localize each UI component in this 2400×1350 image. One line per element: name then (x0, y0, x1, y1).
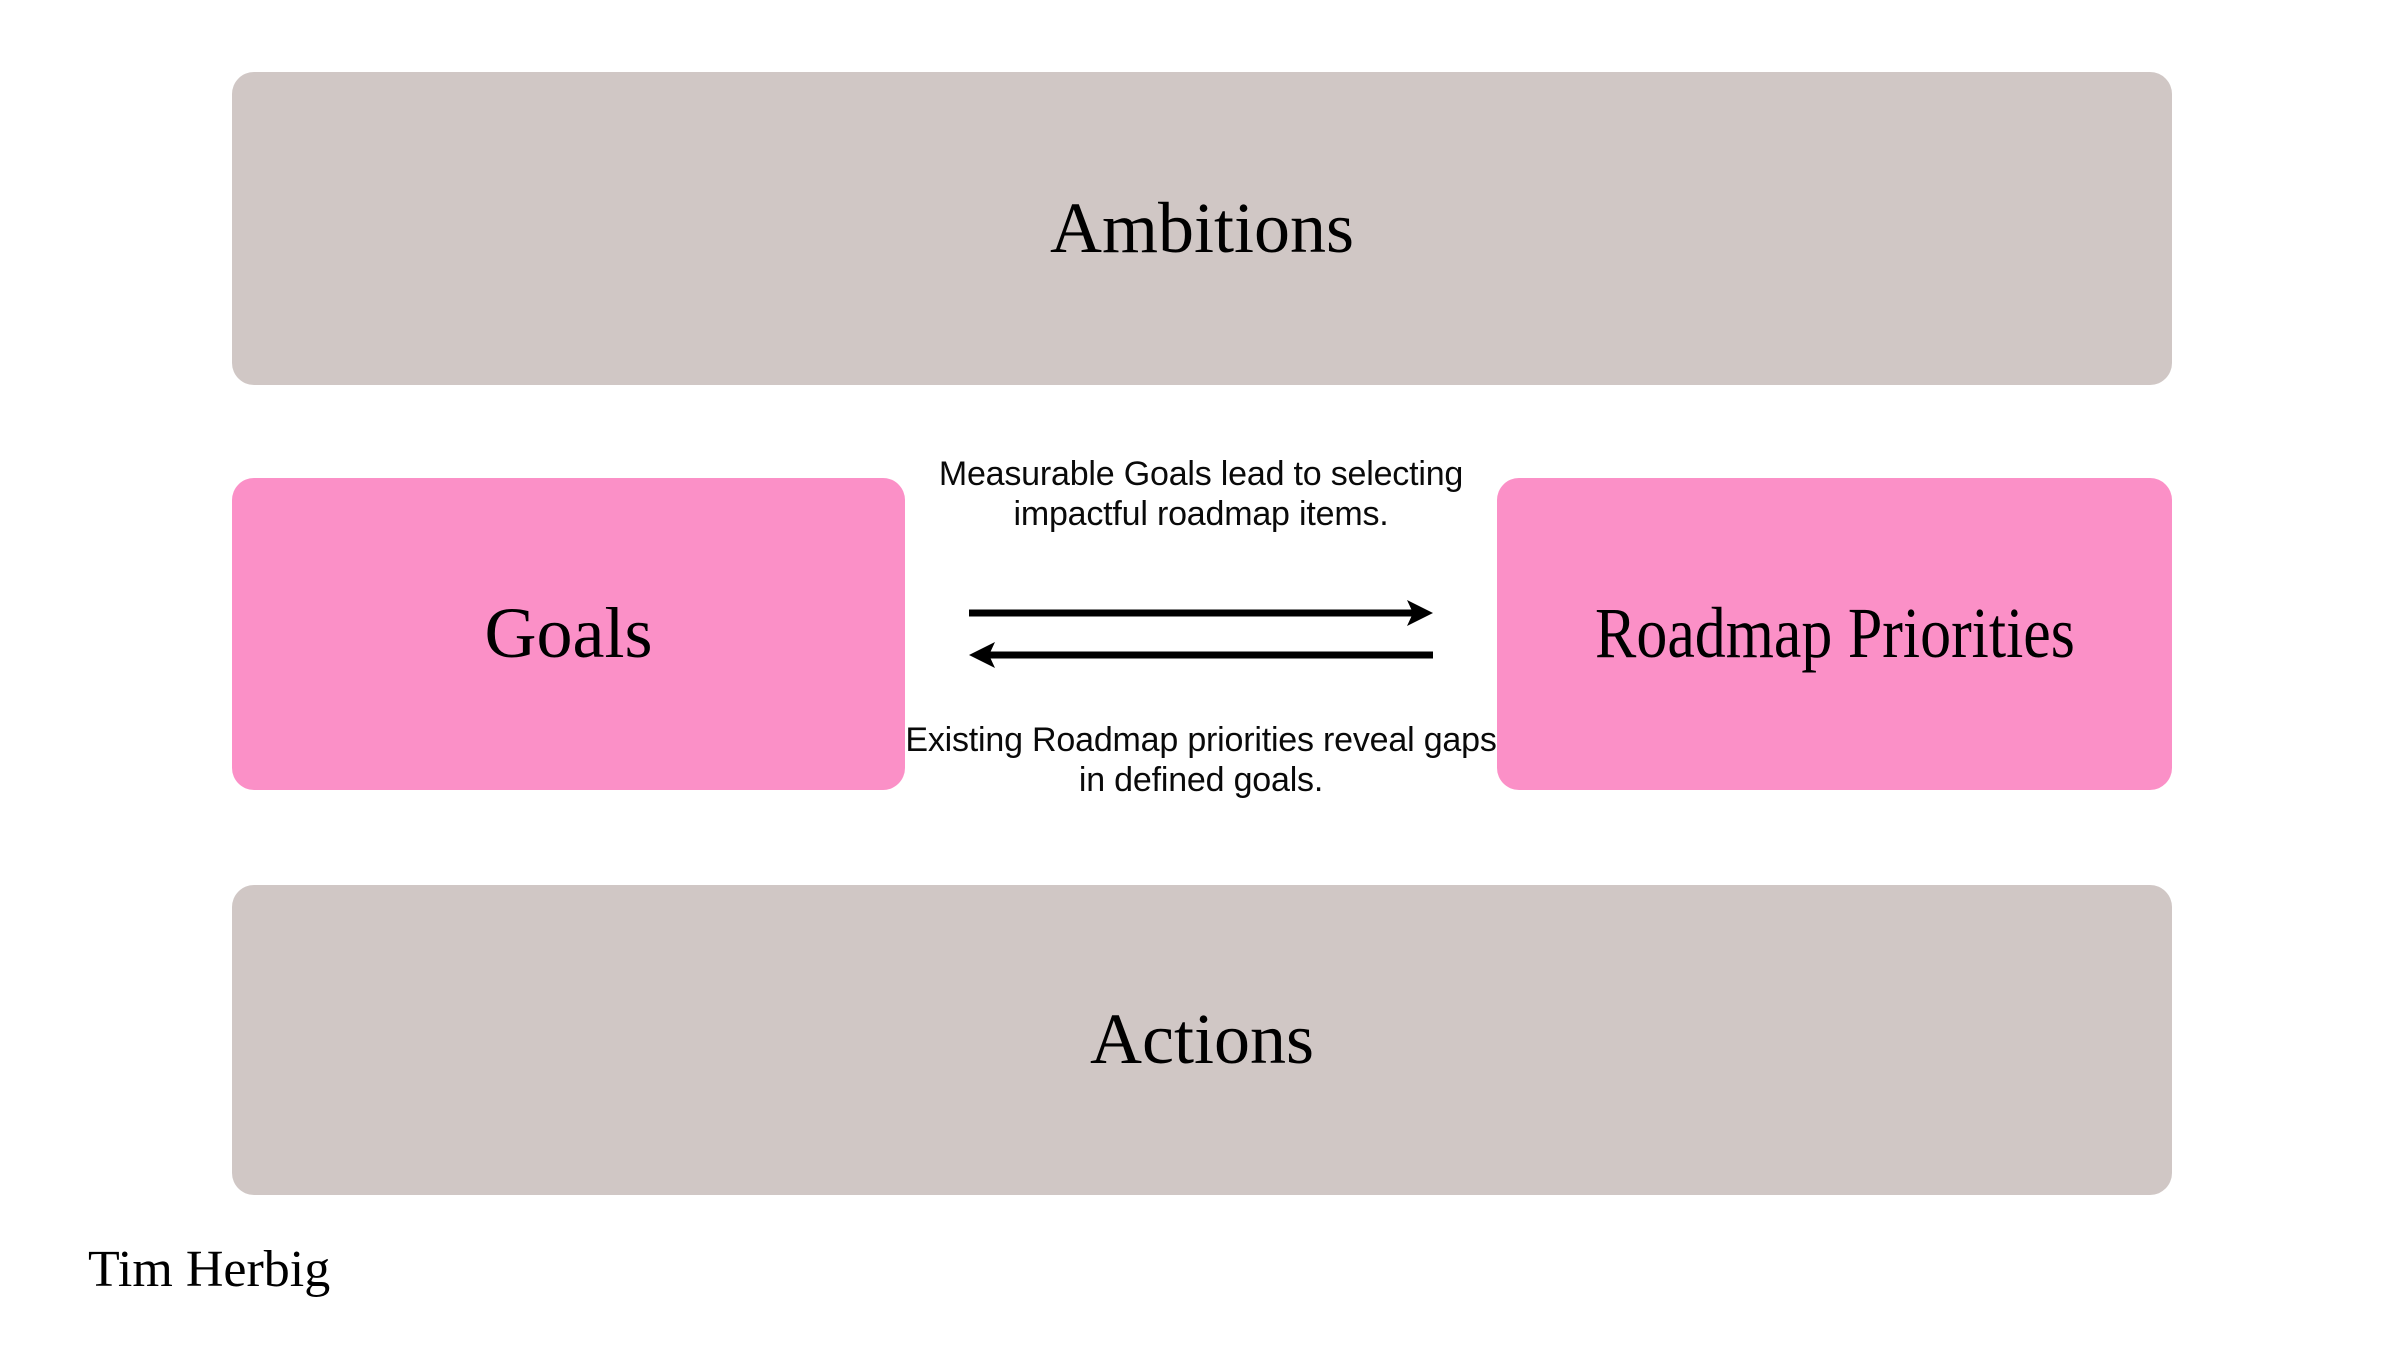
node-actions-label: Actions (1090, 999, 1314, 1080)
node-ambitions[interactable]: Ambitions (232, 72, 2172, 385)
connector-caption-goals-to-roadmap: Measurable Goals lead to selecting impac… (938, 455, 1464, 534)
connector-group: Measurable Goals lead to selecting impac… (905, 440, 1497, 800)
arrow-right-icon (967, 598, 1435, 628)
connector-caption-roadmap-to-goals: Existing Roadmap priorities reveal gaps … (905, 721, 1497, 800)
node-goals[interactable]: Goals (232, 478, 905, 790)
node-ambitions-label: Ambitions (1049, 187, 1355, 268)
node-actions[interactable]: Actions (232, 885, 2172, 1195)
attribution-label: Tim Herbig (88, 1241, 331, 1298)
arrow-left-icon (967, 640, 1435, 670)
node-roadmap-priorities[interactable]: Roadmap Priorities (1497, 478, 2172, 790)
node-goals-label: Goals (484, 593, 653, 674)
node-roadmap-priorities-label: Roadmap Priorities (1594, 593, 2075, 674)
